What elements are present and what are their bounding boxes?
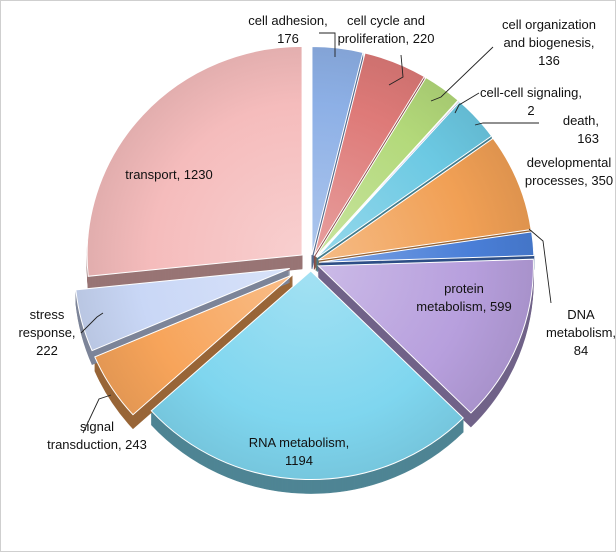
slice-transport[interactable]	[86, 45, 303, 277]
data-label-transport: transport, 1230	[125, 167, 212, 182]
leader-line	[319, 32, 336, 57]
leader-line	[454, 92, 480, 114]
slice-rna-metabolism[interactable]	[150, 270, 464, 481]
leader-line	[388, 54, 404, 86]
leader-line	[82, 394, 112, 434]
slice-cell-organization-and-biogenesis[interactable]	[315, 76, 459, 257]
data-label-death: death,163	[563, 113, 599, 146]
data-label-rna-metabolism: RNA metabolism,1194	[249, 435, 349, 468]
slice-cell-adhesion[interactable]	[311, 46, 364, 256]
slice-developmental-processes[interactable]	[318, 137, 532, 261]
data-label-cell-cell-signaling: cell-cell signaling,2	[480, 85, 582, 118]
slice-signal-transduction[interactable]	[94, 274, 293, 416]
leader-line	[474, 122, 539, 126]
slice-protein-metabolism[interactable]	[317, 258, 534, 414]
slice-death[interactable]	[316, 101, 493, 259]
data-label-cell-adhesion: cell adhesion,176	[248, 13, 328, 46]
leader-line	[80, 312, 104, 334]
slice-stress-response[interactable]	[75, 268, 290, 352]
slice-cell-cycle-and-proliferation[interactable]	[313, 52, 426, 256]
leader-line	[528, 228, 552, 304]
leader-line	[430, 46, 494, 102]
